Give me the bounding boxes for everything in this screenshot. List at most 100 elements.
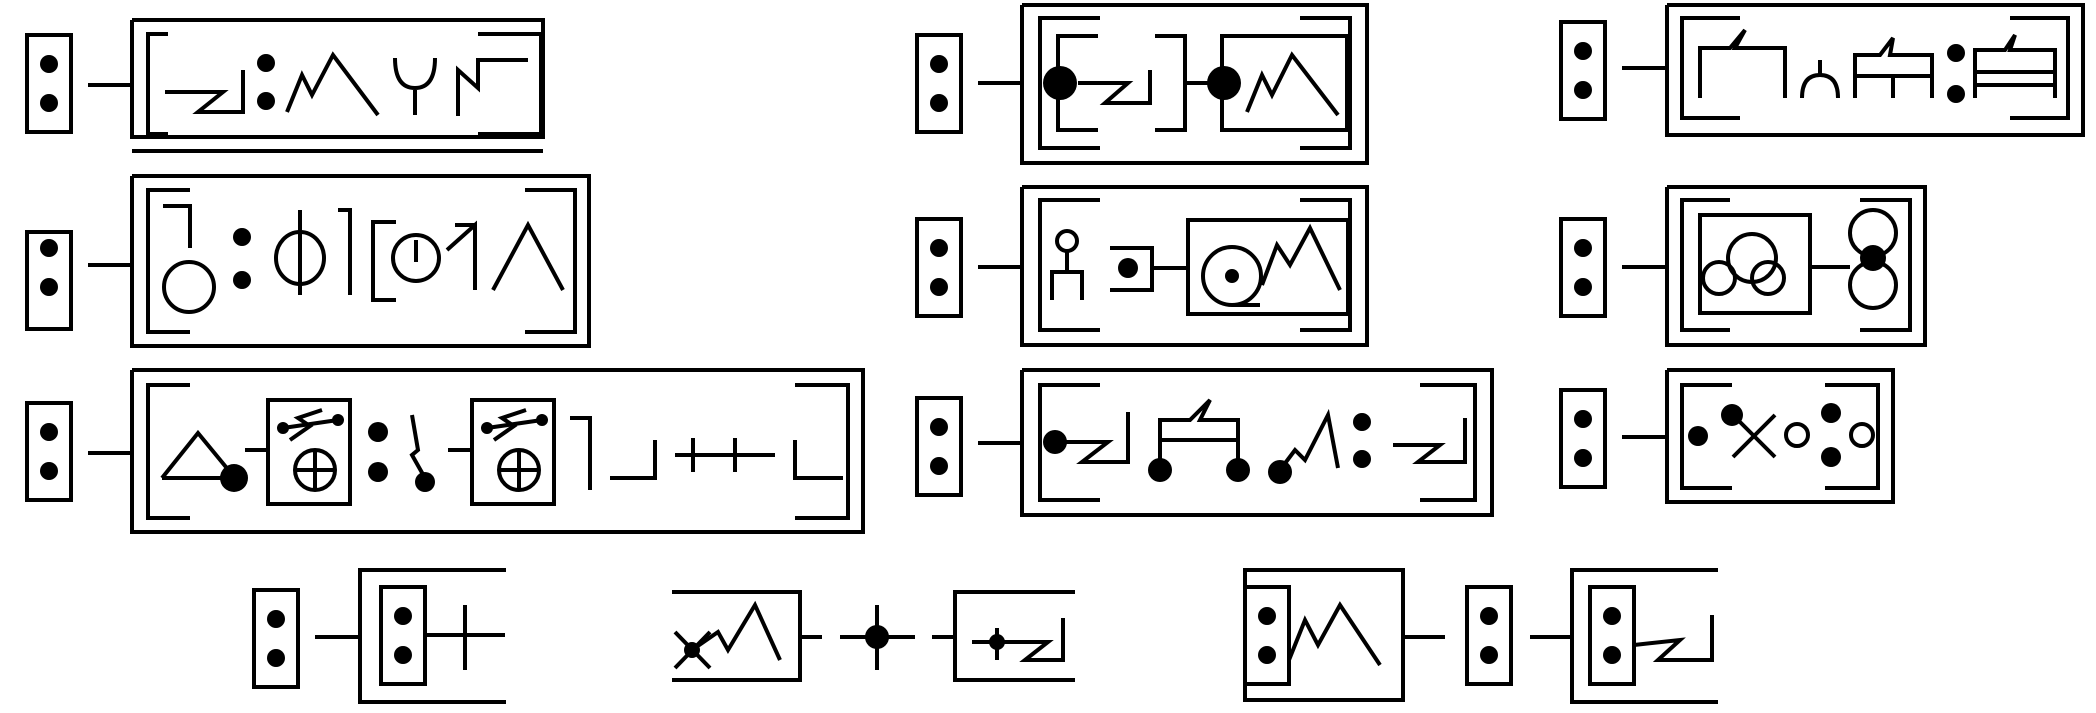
open-frame (1570, 568, 1718, 704)
bracket-corner (1860, 198, 1912, 332)
ring (1849, 422, 1875, 448)
node-zigzag (1278, 408, 1340, 472)
node-dot (1148, 458, 1172, 482)
zigzag-hook (1393, 418, 1467, 464)
filled-node (1207, 66, 1241, 100)
bracket-corner (478, 32, 543, 136)
triple-circle-right (1750, 260, 1786, 296)
dot (1574, 449, 1592, 467)
sprout-dot (332, 414, 344, 426)
group-7 (25, 368, 865, 534)
bracket-corner (1680, 198, 1730, 332)
colon-dot (1947, 85, 1965, 103)
colon-dot (368, 422, 388, 442)
outer-frame-line (130, 18, 545, 139)
hook-circle (163, 204, 192, 248)
gable-zigzag (1973, 33, 2057, 98)
dot (40, 94, 58, 112)
dot (930, 239, 948, 257)
colon-dot (257, 92, 275, 110)
bracket-corner (1038, 16, 1100, 150)
dot (1480, 607, 1498, 625)
dot (930, 457, 948, 475)
group-10 (252, 568, 506, 704)
dot-pair-box (379, 585, 427, 686)
inner-box (1698, 213, 1812, 315)
bracket-corner (1825, 383, 1880, 490)
bracket (610, 440, 657, 480)
dot (1574, 42, 1592, 60)
bracket-circle-ring (391, 233, 441, 283)
mountain-zigzag (1260, 223, 1342, 291)
bracket (570, 416, 592, 490)
bracket-corner (1300, 16, 1352, 150)
group-1 (25, 18, 545, 153)
bracket (793, 440, 843, 480)
stick-figure-legs (1050, 270, 1084, 300)
filled-node (1043, 66, 1077, 100)
sprout-zigzag (288, 408, 323, 442)
dot (40, 278, 58, 296)
filled-dots (40, 42, 1965, 667)
bracket-corner (795, 383, 850, 520)
colon-dot (1821, 403, 1841, 423)
sprout-cross-box (266, 398, 352, 506)
mountain-zigzag (690, 600, 782, 661)
sprout-zigzag (492, 408, 527, 442)
x-cross (1731, 413, 1777, 459)
bracket-corner (1680, 383, 1732, 490)
phi-glyph-bracket (338, 208, 352, 295)
angle-glyph (491, 220, 565, 291)
triangle (160, 429, 240, 480)
dot (1574, 239, 1592, 257)
colon-dot (1821, 447, 1841, 467)
node-zigzag (1019, 618, 1065, 662)
outer-frame (1020, 185, 1369, 347)
ring (1784, 422, 1810, 448)
outer-frame (1020, 3, 1369, 165)
outer-frame (1665, 368, 1895, 504)
dot (1688, 426, 1708, 446)
dot-pair-box (25, 230, 73, 331)
open-frame (953, 590, 1075, 682)
bolt-dot (415, 472, 435, 492)
zigzag-hook (1633, 615, 1714, 662)
colon-dot (257, 54, 275, 72)
colon-dot (1353, 450, 1371, 468)
dot (40, 239, 58, 257)
bracket-corner (1680, 16, 1740, 120)
group-3 (1559, 3, 2085, 137)
dot (930, 278, 948, 296)
triple-circle-left (1701, 260, 1737, 296)
colon-dot (368, 462, 388, 482)
dot-pair-box (915, 33, 963, 134)
dot (930, 55, 948, 73)
dot (1480, 646, 1498, 664)
node-dot (1268, 460, 1292, 484)
outer-frame (1665, 185, 1927, 347)
hooked-staff (456, 58, 528, 116)
dot (394, 646, 412, 664)
bracket-corner (1038, 383, 1100, 502)
figure-eight-node (1860, 245, 1886, 271)
node-dot (1226, 458, 1250, 482)
dot-pair-box (915, 396, 963, 497)
group-12 (1243, 568, 1718, 704)
symbol-strokes (25, 3, 2085, 704)
dot-pair-box (252, 588, 300, 689)
x-node-dot (684, 642, 700, 658)
dot (1574, 81, 1592, 99)
dot (40, 55, 58, 73)
bracket-corner (1038, 198, 1100, 332)
arrow-glyph (445, 220, 477, 290)
dot (930, 418, 948, 436)
dot (930, 94, 948, 112)
mountain-zigzag (1287, 601, 1382, 667)
node-zigzag (1055, 412, 1130, 464)
inner-frame (1155, 34, 1187, 132)
bracket-corner (525, 188, 577, 334)
open-frame (358, 568, 506, 704)
outer-frame (130, 174, 591, 348)
bracket-corner (2010, 16, 2070, 120)
dot-pair-box (1243, 585, 1291, 686)
